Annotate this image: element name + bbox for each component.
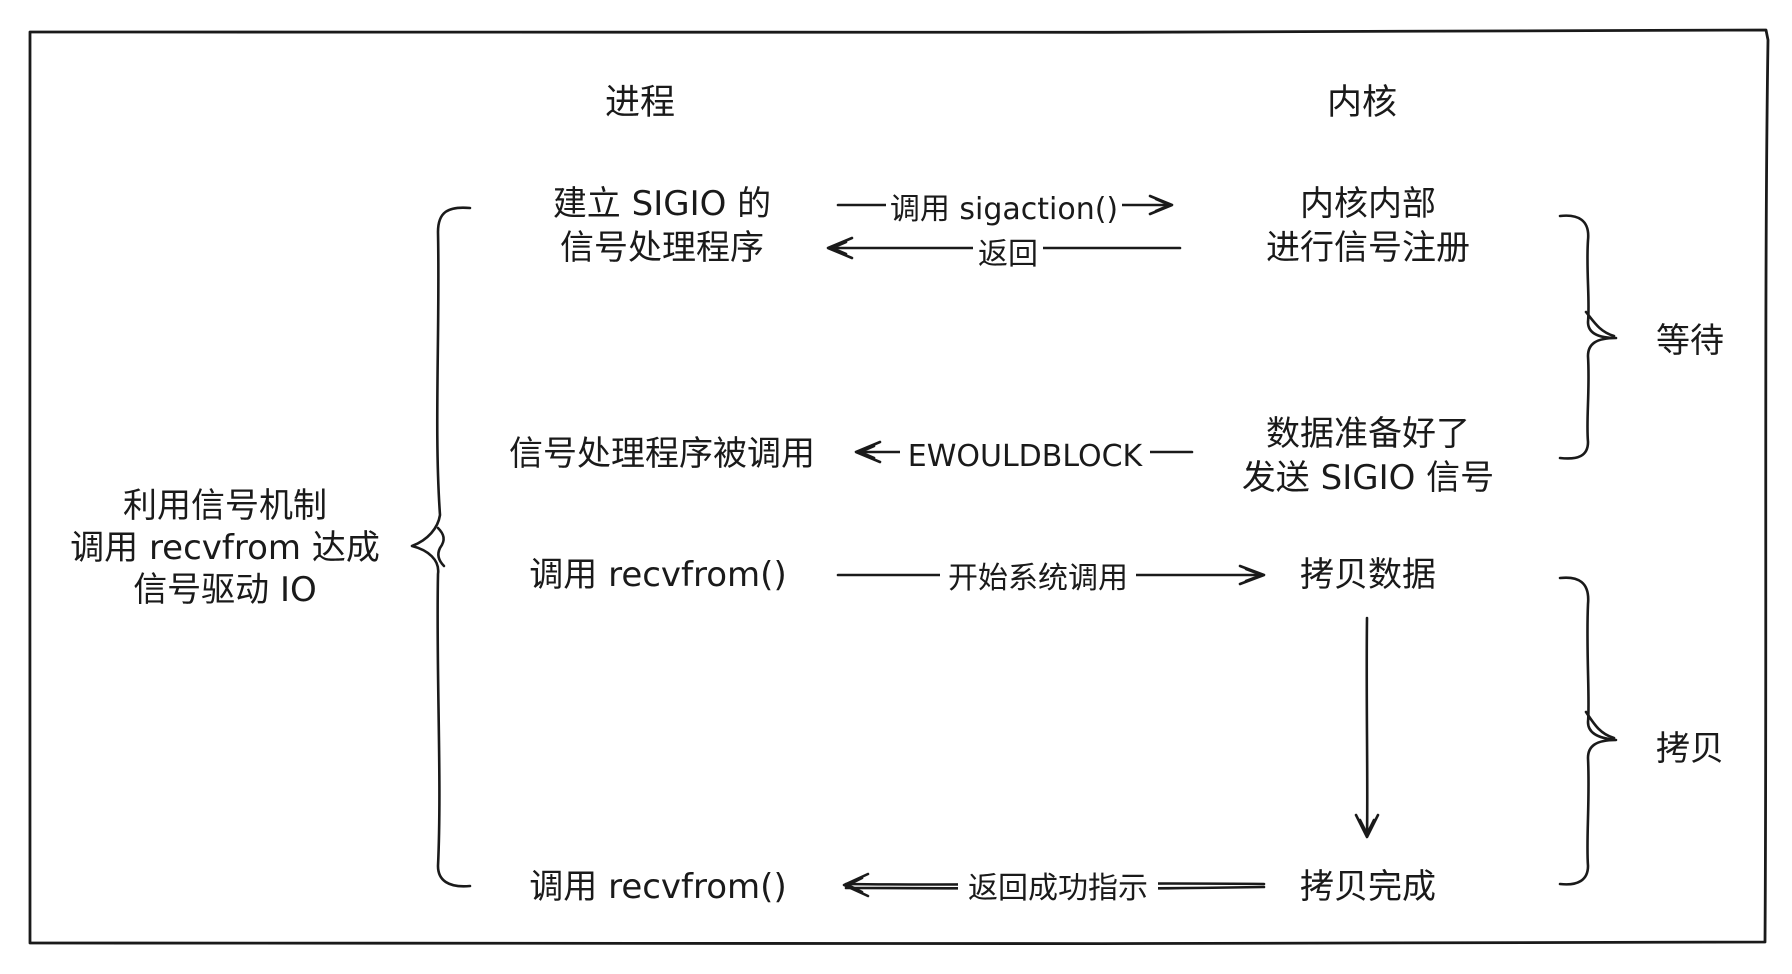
process-column-header: 进程 [605,83,675,123]
wait-phase-label: 等待 [1656,321,1724,361]
return-arrow: 返回 [826,233,1182,272]
kernel-data-ready-line-1: 数据准备好了 [1266,414,1470,454]
process-setup-line-2: 信号处理程序 [560,228,764,268]
copy-brace [1558,576,1618,886]
process-setup-node: 建立 SIGIO 的 信号处理程序 [553,184,771,268]
copy-progress-arrow [1354,616,1380,839]
sigaction-arrow: 调用 sigaction() [836,188,1174,227]
return-success-label: 返回成功指示 [968,871,1148,906]
return-success-arrow: 返回成功指示 [842,868,1266,906]
left-summary: 利用信号机制 调用 recvfrom 达成 信号驱动 IO [70,486,380,610]
handler-called-node: 信号处理程序被调用 [509,434,815,474]
start-syscall-arrow: 开始系统调用 [836,558,1266,596]
return-label: 返回 [978,237,1038,272]
left-summary-line-1: 利用信号机制 [123,486,327,526]
left-brace-accent [436,526,446,568]
left-summary-line-3: 信号驱动 IO [133,570,317,610]
wait-brace-accent [1584,310,1616,338]
kernel-data-ready-node: 数据准备好了 发送 SIGIO 信号 [1242,414,1494,498]
copy-brace-accent [1584,710,1616,740]
process-setup-line-1: 建立 SIGIO 的 [553,184,771,224]
ewouldblock-label: EWOULDBLOCK [908,439,1144,474]
recvfrom-done-node: 调用 recvfrom() [529,867,786,907]
call-recvfrom-node: 调用 recvfrom() [529,555,786,595]
copy-done-node: 拷贝完成 [1300,867,1436,907]
kernel-register-line-2: 进行信号注册 [1266,228,1470,268]
kernel-column-header: 内核 [1327,83,1397,123]
wait-brace [1558,214,1618,460]
start-syscall-label: 开始系统调用 [948,561,1128,596]
kernel-register-node: 内核内部 进行信号注册 [1266,184,1470,268]
copy-data-node: 拷贝数据 [1300,555,1436,595]
copy-phase-label: 拷贝 [1656,729,1724,769]
kernel-data-ready-line-2: 发送 SIGIO 信号 [1242,458,1494,498]
ewouldblock-arrow: EWOULDBLOCK [854,436,1194,474]
sigaction-label: 调用 sigaction() [890,192,1118,227]
diagram-frame [28,28,1770,946]
left-brace [410,206,472,888]
left-summary-line-2: 调用 recvfrom 达成 [70,528,380,568]
kernel-register-line-1: 内核内部 [1300,184,1436,224]
